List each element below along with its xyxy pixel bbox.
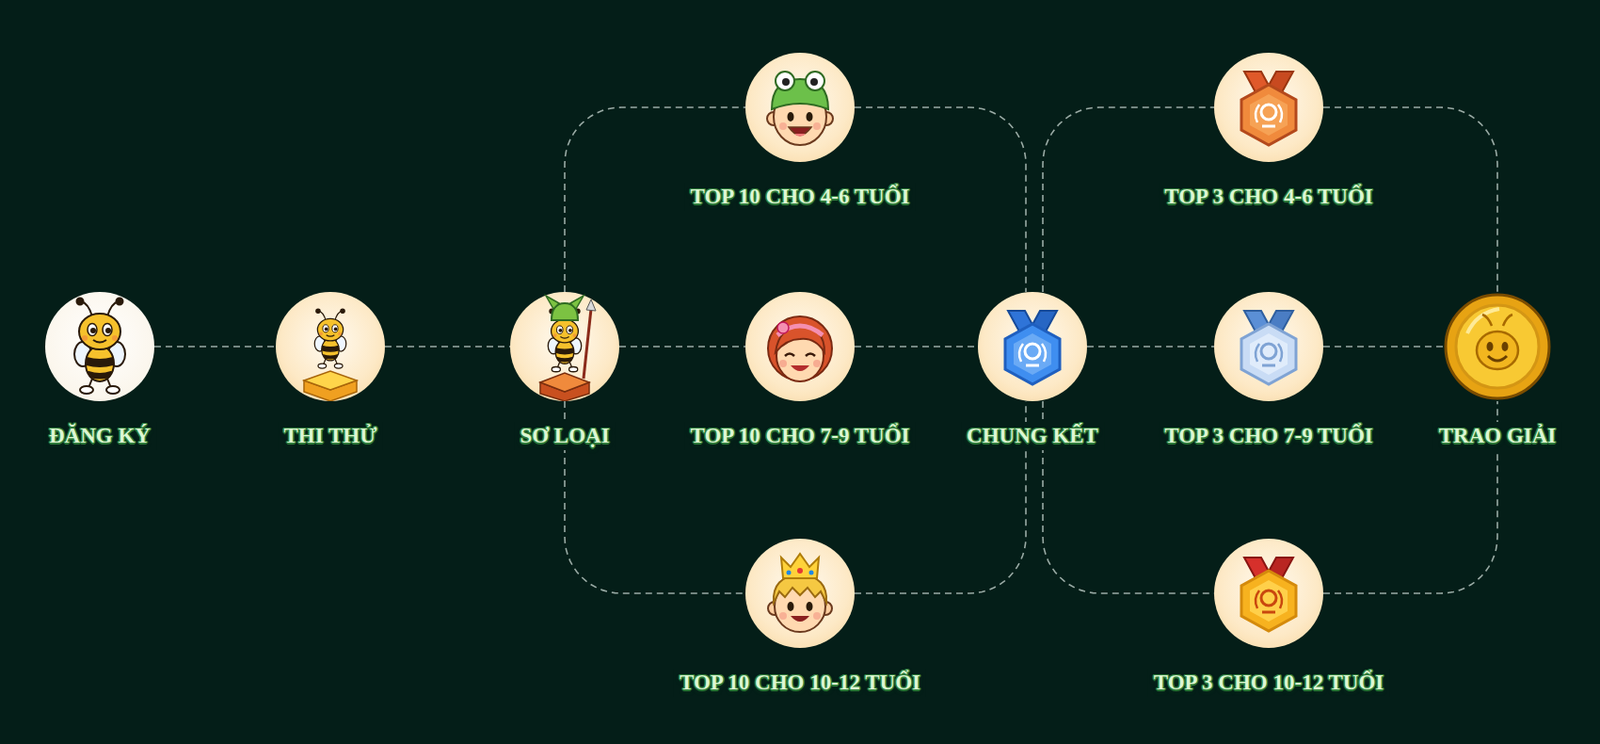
qualifier-step: SƠ LOẠI	[510, 291, 620, 401]
dashed-connector	[1087, 345, 1215, 348]
node-icon	[510, 291, 620, 401]
medal-node: TOP 3 CHO 7-9 TUỔI	[1214, 291, 1324, 401]
node-icon	[745, 291, 855, 401]
node-icon	[745, 538, 855, 648]
step-label: TOP 3 CHO 7-9 TUỔI	[1158, 421, 1379, 450]
final-step: CHUNG KẾT	[977, 291, 1088, 401]
age-group-node: TOP 10 CHO 10-12 TUỔI	[745, 538, 855, 648]
icon-illustration	[1241, 71, 1296, 145]
icon-illustration	[768, 553, 832, 632]
node-icon	[275, 291, 385, 401]
node-icon	[1442, 291, 1552, 401]
node-icon	[45, 291, 155, 401]
age-group-node: TOP 10 CHO 7-9 TUỔI	[745, 291, 855, 401]
icon-illustration	[767, 71, 833, 145]
dashed-connector	[854, 345, 978, 348]
award-step: TRAO GIẢI	[1442, 291, 1552, 401]
icon-illustration	[304, 308, 357, 401]
dashed-connector	[384, 345, 511, 348]
icon-illustration	[1241, 557, 1296, 631]
dashed-connector	[154, 345, 276, 348]
icon-illustration	[1005, 310, 1060, 384]
icon-illustration	[74, 298, 126, 395]
step-label: SƠ LOẠI	[513, 421, 615, 450]
age-group-node: TOP 10 CHO 4-6 TUỔI	[745, 52, 855, 162]
step-label: TOP 3 CHO 10-12 TUỔI	[1148, 668, 1391, 697]
node-icon	[1214, 291, 1324, 401]
medal-node: TOP 3 CHO 10-12 TUỔI	[1214, 538, 1324, 648]
step-label: TOP 3 CHO 4-6 TUỔI	[1158, 182, 1379, 211]
icon-illustration	[768, 316, 832, 382]
step-label: ĐĂNG KÝ	[43, 421, 157, 450]
trial-step: THI THỬ	[275, 291, 385, 401]
icon-illustration	[1445, 294, 1550, 399]
node-icon	[1214, 52, 1324, 162]
step-label: TOP 10 CHO 4-6 TUỔI	[684, 182, 915, 211]
step-label: TOP 10 CHO 7-9 TUỔI	[684, 421, 915, 450]
dashed-connector	[1323, 345, 1443, 348]
medal-node: TOP 3 CHO 4-6 TUỔI	[1214, 52, 1324, 162]
node-icon	[745, 52, 855, 162]
step-label: TRAO GIẢI	[1433, 421, 1563, 450]
register-step: ĐĂNG KÝ	[45, 291, 155, 401]
icon-illustration	[1241, 310, 1296, 384]
step-label: TOP 10 CHO 10-12 TUỔI	[673, 668, 927, 697]
node-icon	[1214, 538, 1324, 648]
step-label: CHUNG KẾT	[960, 421, 1104, 450]
node-icon	[977, 291, 1088, 401]
step-label: THI THỬ	[277, 421, 383, 450]
icon-illustration	[540, 295, 596, 401]
dashed-connector	[619, 345, 746, 348]
